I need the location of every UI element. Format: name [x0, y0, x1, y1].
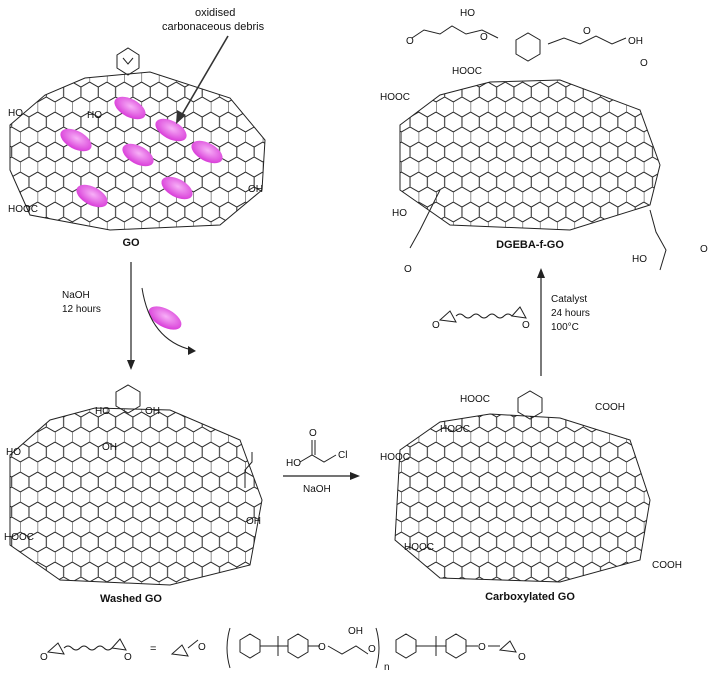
debris-particle	[76, 184, 108, 208]
carboxylation-condition: NaOH	[303, 484, 331, 495]
dgeba-f-go-outline	[399, 79, 661, 231]
cgo-hooc-label-3: HOOC	[380, 452, 410, 463]
annotation-arrowhead	[176, 110, 186, 124]
chloroacetic-cl-label: Cl	[338, 450, 347, 461]
debris-particle	[122, 143, 154, 167]
functionalisation-condition-2: 24 hours	[551, 308, 590, 319]
go-outline	[9, 71, 266, 231]
chloroacetic-ho-label: HO	[286, 458, 301, 469]
debris-particle	[60, 128, 92, 152]
go-ho-label: HO	[8, 108, 23, 119]
debris-particle	[155, 118, 187, 142]
fgo-hooc-label-2: HOOC	[380, 92, 410, 103]
debris-annotation-line1: oxidised	[195, 7, 235, 19]
dgeba-legend: O O = O O OH O n O O	[40, 626, 526, 673]
svg-text:O: O	[522, 320, 530, 331]
debris-particle	[161, 176, 193, 200]
svg-text:OH: OH	[628, 36, 643, 47]
go-label: GO	[122, 237, 140, 249]
svg-text:O: O	[640, 58, 648, 69]
washed-go-top-ring	[115, 384, 141, 414]
carboxylation-step: O HO Cl NaOH	[283, 428, 360, 495]
debris-removal-arrow	[141, 287, 193, 351]
removed-debris-particle	[148, 306, 182, 330]
svg-text:O: O	[583, 26, 591, 37]
svg-text:HO: HO	[632, 254, 647, 265]
cgo-hooc-label: HOOC	[460, 394, 490, 405]
washed-go-structure: HO OH HO OH OH HOOC Washed GO	[4, 384, 263, 605]
washed-go-lattice	[10, 408, 262, 585]
functionalisation-condition-1: Catalyst	[551, 294, 587, 305]
carboxylated-go-structure: HOOC COOH HOOC HOOC HOOC COOH Carboxylat…	[380, 390, 682, 603]
functionalisation-condition-3: 100°C	[551, 322, 579, 333]
svg-text:O: O	[406, 36, 414, 47]
washing-condition-2: 12 hours	[62, 304, 101, 315]
carboxylated-go-outline	[394, 413, 651, 583]
svg-text:HO: HO	[392, 208, 407, 219]
washed-go-label: Washed GO	[100, 593, 162, 605]
svg-text:O: O	[700, 244, 708, 255]
go-top-ring	[116, 47, 140, 76]
cgo-cooh-label: COOH	[595, 402, 625, 413]
fgo-hooc-label: HOOC	[452, 66, 482, 77]
svg-text:O: O	[124, 652, 132, 663]
svg-text:O: O	[318, 642, 326, 653]
svg-text:O: O	[480, 32, 488, 43]
go-oh-label: OH	[248, 184, 263, 195]
svg-text:O: O	[478, 642, 486, 653]
vinyl-group	[244, 452, 253, 488]
cgo-hooc-label-4: HOOC	[404, 542, 434, 553]
go-structure: HO HO OH HOOC oxidised carbonaceous debr…	[8, 7, 266, 249]
wgo-ho-label-2: HO	[6, 447, 21, 458]
dgeba-f-go-lattice	[400, 80, 660, 230]
carboxylated-go-top-ring	[517, 390, 543, 420]
svg-text:O: O	[518, 652, 526, 663]
carboxylated-go-label: Carboxylated GO	[485, 591, 575, 603]
svg-text:O: O	[404, 264, 412, 275]
annotation-arrow	[179, 35, 229, 119]
dgeba-f-go-structure: HO O O O OH O HOOC HOOC HO O HO O DGEBA-…	[380, 8, 708, 275]
svg-text:OH: OH	[348, 626, 363, 637]
wgo-ho-label: HO	[95, 406, 110, 417]
cgo-hooc-label-2: HOOC	[440, 424, 470, 435]
go-ho-label-2: HO	[87, 110, 102, 121]
svg-text:O: O	[432, 320, 440, 331]
svg-text:O: O	[198, 642, 206, 653]
washed-go-outline	[9, 407, 263, 586]
washing-condition-1: NaOH	[62, 290, 90, 301]
svg-text:O: O	[40, 652, 48, 663]
repeat-bracket-right	[375, 627, 380, 669]
dgeba-f-go-label: DGEBA-f-GO	[496, 239, 564, 251]
svg-text:HO: HO	[460, 8, 475, 19]
repeat-bracket-left	[226, 627, 231, 669]
wgo-oh-label-3: OH	[246, 516, 261, 527]
cgo-cooh-label-2: COOH	[652, 560, 682, 571]
debris-particle	[191, 140, 223, 164]
wgo-oh-label-2: OH	[102, 442, 117, 453]
svg-text:O: O	[368, 644, 376, 655]
chloroacetic-o-label: O	[309, 428, 317, 439]
chloroacetic-acid	[299, 454, 337, 463]
dgeba-f-go-top-ring	[515, 32, 541, 62]
wgo-hooc-label: HOOC	[4, 532, 34, 543]
washing-step: NaOH 12 hours	[62, 262, 196, 370]
debris-particle	[114, 96, 146, 120]
go-hooc-label: HOOC	[8, 204, 38, 215]
functionalisation-step: Catalyst 24 hours 100°C O O	[432, 268, 590, 376]
debris-particles	[60, 96, 223, 208]
debris-annotation-line2: carbonaceous debris	[162, 21, 265, 33]
dgeba-shorthand: O O	[432, 306, 530, 331]
repeat-n-label: n	[384, 662, 390, 673]
legend-equals: =	[150, 643, 156, 655]
wgo-oh-label: OH	[145, 406, 160, 417]
carboxylated-go-lattice	[395, 414, 650, 582]
